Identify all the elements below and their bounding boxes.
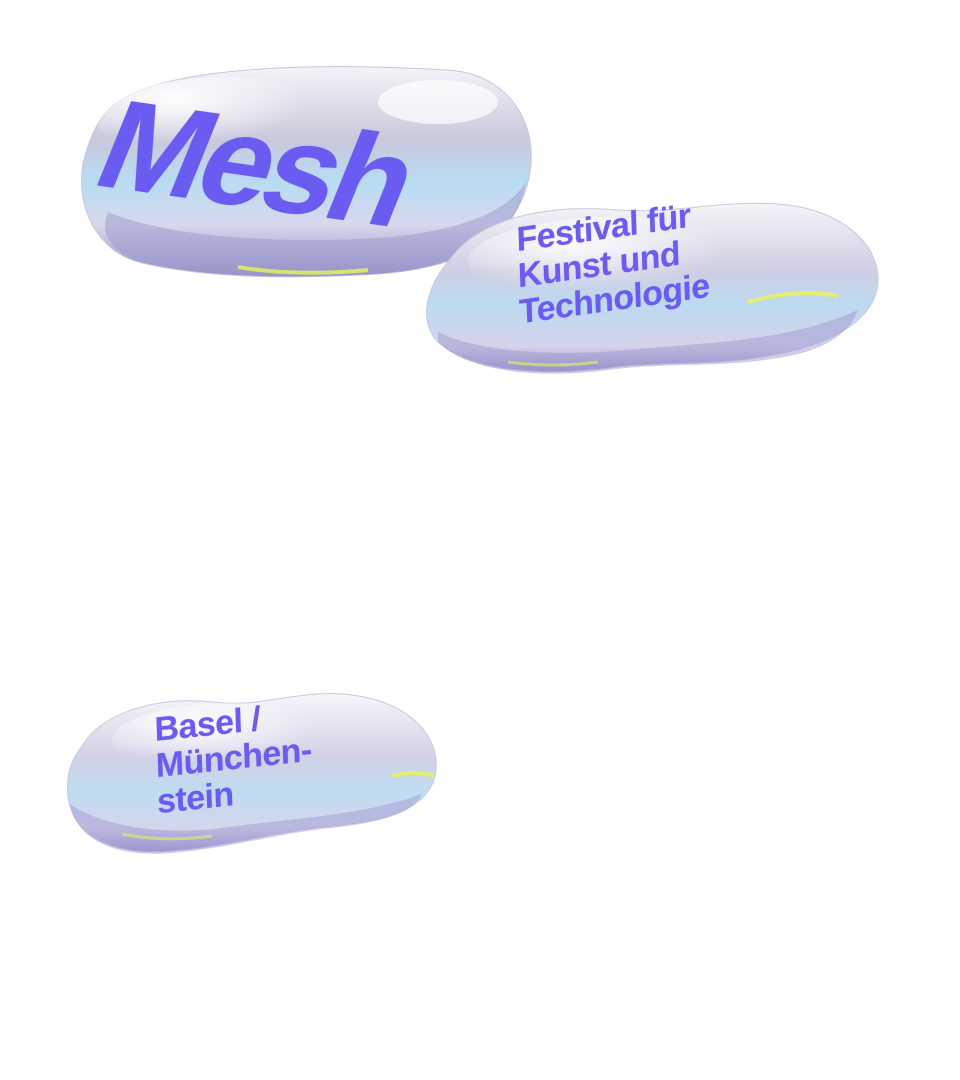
chrome-blob-shape [67, 693, 437, 854]
chrome-blob-shape [426, 202, 879, 374]
location-text: Basel / München- stein [154, 696, 313, 821]
mesh-logo-blob: Mesh [78, 62, 538, 282]
festival-subtitle-blob: Festival für Kunst und Technologie [418, 192, 884, 384]
chrome-blob-shape [81, 66, 532, 278]
location-blob: Basel / München- stein [62, 686, 442, 858]
